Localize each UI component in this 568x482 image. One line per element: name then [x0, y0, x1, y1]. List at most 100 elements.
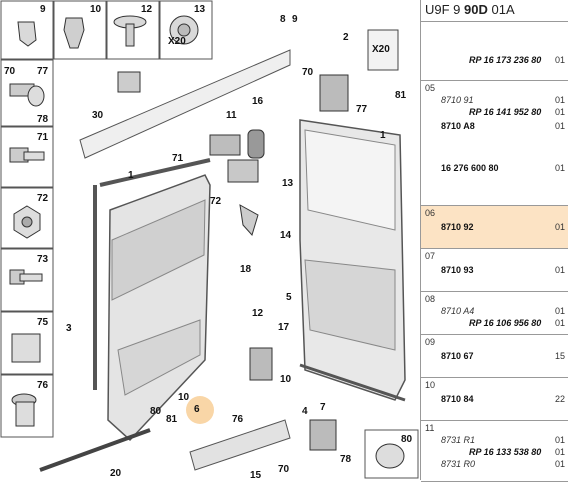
- parts-row-07[interactable]: 07 8710 93 01: [421, 249, 568, 292]
- svg-text:17: 17: [278, 322, 290, 333]
- fastener-box-72[interactable]: 72: [0, 187, 54, 249]
- svg-text:70: 70: [4, 66, 16, 77]
- fastener-box-80[interactable]: 80: [364, 429, 419, 479]
- svg-text:71: 71: [172, 153, 184, 164]
- svg-text:14: 14: [280, 230, 292, 241]
- parts-row-position: 06: [425, 208, 436, 218]
- svg-text:80: 80: [401, 434, 413, 445]
- svg-text:15: 15: [250, 470, 262, 480]
- part-quantity: 22: [554, 394, 565, 404]
- hinge-parts[interactable]: [117, 29, 399, 451]
- svg-text:X20: X20: [372, 44, 390, 55]
- part-reference: RP 16 141 952 80: [469, 107, 542, 117]
- part-quantity: 01: [554, 95, 565, 105]
- svg-text:20: 20: [110, 468, 122, 479]
- svg-text:9: 9: [40, 4, 46, 15]
- parts-row-position: 10: [425, 380, 436, 390]
- selected-item-highlight: [186, 396, 214, 424]
- part-reference: 8710 91: [441, 95, 474, 105]
- svg-text:72: 72: [210, 196, 222, 207]
- svg-text:8: 8: [280, 14, 286, 25]
- svg-text:76: 76: [232, 414, 244, 425]
- svg-text:12: 12: [141, 4, 153, 15]
- part-quantity: 01: [554, 447, 565, 457]
- svg-text:2: 2: [343, 32, 349, 43]
- svg-text:13: 13: [194, 4, 206, 15]
- part-reference: 8731 R0: [441, 459, 476, 469]
- exploded-parts-diagram: 9 10 12 13 70 77 78 71 72: [0, 0, 419, 480]
- svg-text:71: 71: [37, 132, 49, 143]
- svg-text:78: 78: [37, 114, 49, 125]
- fastener-box-73[interactable]: 73: [0, 248, 54, 312]
- parts-list-panel: U9F 9 90D 01A RP 16 173 236 80 01 05 8710…: [420, 0, 568, 482]
- svg-text:9: 9: [292, 14, 298, 25]
- svg-text:76: 76: [37, 380, 49, 391]
- fastener-box-10[interactable]: 10: [53, 0, 107, 60]
- right-rear-door-panel[interactable]: [299, 119, 406, 402]
- svg-text:70: 70: [302, 67, 314, 78]
- svg-text:X20: X20: [168, 36, 186, 47]
- parts-row-06[interactable]: 06 8710 92 01: [421, 206, 568, 249]
- svg-text:18: 18: [240, 264, 252, 275]
- parts-row-position: 08: [425, 294, 436, 304]
- part-quantity: 01: [554, 435, 565, 445]
- parts-row-11[interactable]: 11 8731 R1 01 RP 16 133 538 80 01 8731 R0 01: [421, 421, 568, 482]
- svg-text:10: 10: [178, 392, 190, 403]
- part-reference: 8710 92: [441, 222, 474, 232]
- parts-list-top-partial: RP 16 173 236 80 01: [421, 22, 568, 81]
- svg-text:77: 77: [356, 104, 368, 115]
- part-quantity: 01: [554, 107, 565, 117]
- svg-text:6: 6: [194, 404, 200, 415]
- fastener-box-70-77-78[interactable]: 70 77 78: [0, 59, 54, 127]
- svg-text:1: 1: [128, 170, 134, 181]
- svg-text:75: 75: [37, 317, 49, 328]
- callout-labels: X20 X20 1 1 2 3 4 5 6 7 8 9 10 10 11 12 …: [66, 14, 407, 480]
- part-reference: 8710 93: [441, 265, 474, 275]
- part-reference: 8731 R1: [441, 435, 476, 445]
- svg-text:78: 78: [340, 454, 352, 465]
- fastener-box-71[interactable]: 71: [0, 126, 54, 188]
- part-reference: RP 16 106 956 80: [469, 318, 542, 328]
- svg-text:81: 81: [395, 90, 407, 101]
- parts-row-position: 11: [425, 423, 435, 433]
- parts-row-position: 09: [425, 337, 436, 347]
- left-rear-door-panel[interactable]: [79, 49, 291, 442]
- part-quantity: 01: [554, 306, 565, 316]
- part-quantity: 01: [554, 222, 565, 232]
- fastener-box-76[interactable]: 76: [0, 374, 54, 438]
- svg-text:7: 7: [320, 402, 326, 413]
- diagram-code-header: U9F 9 90D 01A: [421, 0, 568, 22]
- svg-text:4: 4: [302, 406, 308, 417]
- svg-text:80: 80: [150, 406, 162, 417]
- svg-text:30: 30: [92, 110, 104, 121]
- svg-text:72: 72: [37, 193, 49, 204]
- fastener-box-9[interactable]: 9: [0, 0, 54, 60]
- part-quantity: 15: [554, 351, 565, 361]
- svg-text:73: 73: [37, 254, 49, 265]
- svg-text:3: 3: [66, 323, 72, 334]
- svg-text:10: 10: [280, 374, 292, 385]
- parts-row-position: 05: [425, 83, 436, 93]
- part-reference: RP 16 133 538 80: [469, 447, 542, 457]
- part-quantity: 01: [554, 265, 565, 275]
- svg-text:11: 11: [226, 110, 237, 121]
- fastener-box-75[interactable]: 75: [0, 311, 54, 375]
- part-quantity: 01: [554, 459, 565, 469]
- part-reference: 16 276 600 80: [441, 163, 499, 173]
- svg-text:77: 77: [37, 66, 49, 77]
- part-quantity: 01: [554, 121, 565, 131]
- svg-text:13: 13: [282, 178, 294, 189]
- door-seal-strip[interactable]: [39, 419, 291, 472]
- svg-text:12: 12: [252, 308, 264, 319]
- svg-text:70: 70: [278, 464, 290, 475]
- svg-text:16: 16: [252, 96, 264, 107]
- fastener-box-13[interactable]: 13: [159, 0, 213, 60]
- parts-row-position: 07: [425, 251, 436, 261]
- svg-text:81: 81: [166, 414, 178, 425]
- fastener-box-12[interactable]: 12: [106, 0, 160, 60]
- part-reference: 8710 A4: [441, 306, 475, 316]
